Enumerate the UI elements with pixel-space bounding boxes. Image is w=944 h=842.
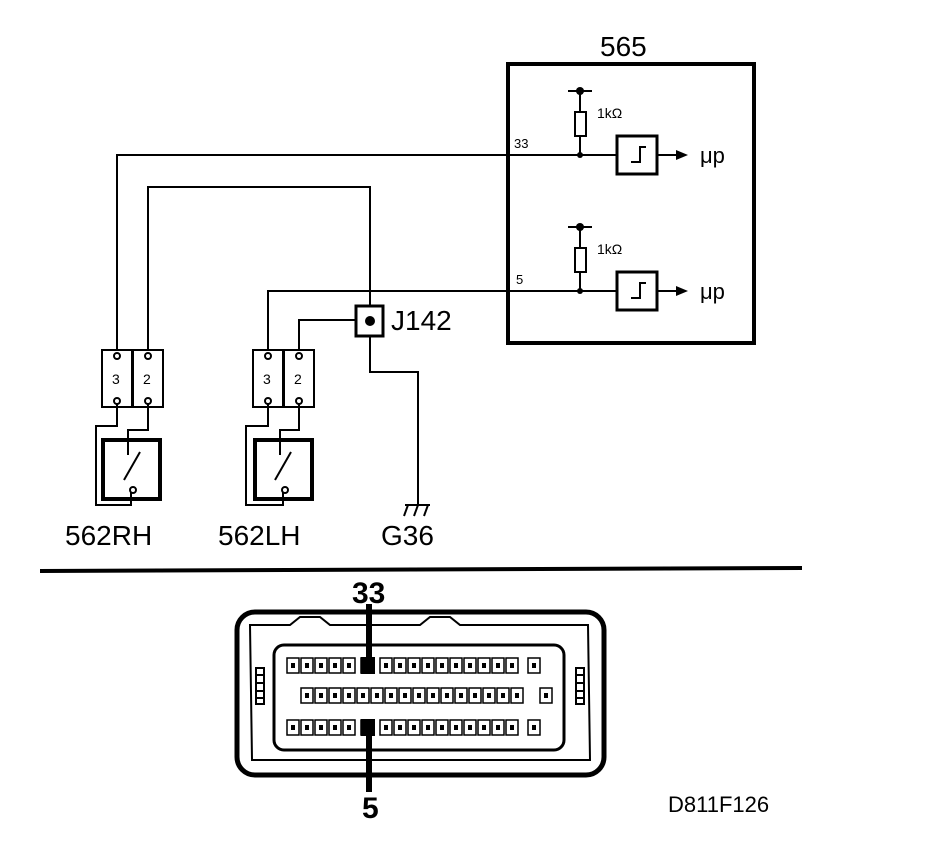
connector-pin-mark	[515, 693, 519, 698]
connector-562rh: 3 2 562RH	[65, 349, 164, 551]
switch-rh-label: 562RH	[65, 520, 152, 551]
connector-pin-mark	[496, 663, 500, 668]
connector-pin-mark	[347, 725, 351, 730]
ecu-565: 565 1kΩ 33 μp 1kΩ 5	[506, 31, 756, 345]
connector-pin-mark	[501, 693, 505, 698]
connector-pin-mark	[384, 663, 388, 668]
separator-line	[39, 566, 803, 573]
connector-pin-mark	[403, 693, 407, 698]
pin-label-33: 33	[514, 136, 528, 151]
connector-pin-mark	[482, 725, 486, 730]
latch-right	[575, 667, 585, 705]
micro-output-label: μp	[700, 143, 725, 168]
connector-pin-mark	[544, 693, 548, 698]
connector-pin-mark	[468, 725, 472, 730]
schmitt-trigger-symbol	[615, 270, 659, 312]
callout-label-33: 33	[352, 577, 385, 610]
connector-pin-mark	[291, 663, 295, 668]
callout-label-5: 5	[362, 792, 379, 825]
connector-pin-mark	[426, 663, 430, 668]
latch-left	[255, 667, 265, 705]
connector-pin-mark	[431, 693, 435, 698]
highlighted-pin-33	[361, 657, 375, 674]
connector-pin-mark	[389, 693, 393, 698]
connector-pin-mark	[510, 725, 514, 730]
junction-label: J142	[391, 305, 452, 336]
connector-pin-mark	[375, 693, 379, 698]
connector-pin-mark	[305, 725, 309, 730]
connector-pin-mark	[291, 725, 295, 730]
pin-label: 3	[263, 371, 271, 387]
ecu-channel-5: 1kΩ 5 μp	[516, 223, 725, 312]
pin-label: 2	[294, 371, 302, 387]
ground-g36: G36	[381, 504, 434, 551]
connector-pin-mark	[454, 725, 458, 730]
connector-562lh: 3 2 562LH	[218, 349, 315, 551]
switch-lh-label: 562LH	[218, 520, 301, 551]
callout-line-5	[366, 736, 372, 792]
ecu-label: 565	[600, 31, 647, 62]
connector-pin-mark	[347, 693, 351, 698]
arrow-icon	[676, 286, 688, 296]
connector-pin-mark	[496, 725, 500, 730]
ecu-channel-33: 1kΩ 33 μp	[514, 87, 725, 176]
connector-pin-mark	[412, 663, 416, 668]
connector-pin-mark	[417, 693, 421, 698]
resistor-symbol	[574, 247, 587, 273]
pin-label: 2	[143, 371, 151, 387]
connector-pin-mark	[426, 725, 430, 730]
highlighted-pin-5	[361, 719, 375, 736]
connector-pin-rows	[286, 657, 553, 736]
connector-pin-mark	[454, 663, 458, 668]
ecu-connector-face	[234, 604, 607, 792]
connector-pin-mark	[473, 693, 477, 698]
arrow-icon	[676, 150, 688, 160]
callout-line-33	[366, 604, 372, 658]
ground-label: G36	[381, 520, 434, 551]
connector-pin-mark	[333, 663, 337, 668]
connector-pin-mark	[333, 725, 337, 730]
pin-label: 3	[112, 371, 120, 387]
resistor-symbol	[574, 111, 587, 137]
connector-pin-mark	[487, 693, 491, 698]
figure-code: D811F126	[668, 792, 769, 817]
connector-pin-mark	[482, 663, 486, 668]
pin-label-5: 5	[516, 272, 523, 287]
connector-pin-mark	[445, 693, 449, 698]
connector-pin-mark	[459, 693, 463, 698]
connector-pin-mark	[347, 663, 351, 668]
wiring	[116, 154, 580, 505]
connector-pin-mark	[361, 693, 365, 698]
connector-pin-mark	[319, 693, 323, 698]
connector-pin-mark	[305, 693, 309, 698]
connector-pin-mark	[532, 725, 536, 730]
connector-pin-mark	[532, 663, 536, 668]
connector-pin-mark	[510, 663, 514, 668]
resistor-value-label: 1kΩ	[597, 105, 622, 121]
connector-pin-mark	[468, 663, 472, 668]
schmitt-trigger-symbol	[615, 134, 659, 176]
connector-pin-mark	[412, 725, 416, 730]
connector-pin-mark	[440, 725, 444, 730]
junction-j142: J142	[354, 304, 452, 338]
connector-pin-mark	[384, 725, 388, 730]
connector-pin-mark	[398, 725, 402, 730]
connector-pin-mark	[319, 663, 323, 668]
connector-pin-mark	[440, 663, 444, 668]
micro-output-label: μp	[700, 279, 725, 304]
resistor-value-label: 1kΩ	[597, 241, 622, 257]
connector-pin-mark	[319, 725, 323, 730]
connector-pin-mark	[305, 663, 309, 668]
connector-pin-mark	[398, 663, 402, 668]
connector-pin-mark	[333, 693, 337, 698]
